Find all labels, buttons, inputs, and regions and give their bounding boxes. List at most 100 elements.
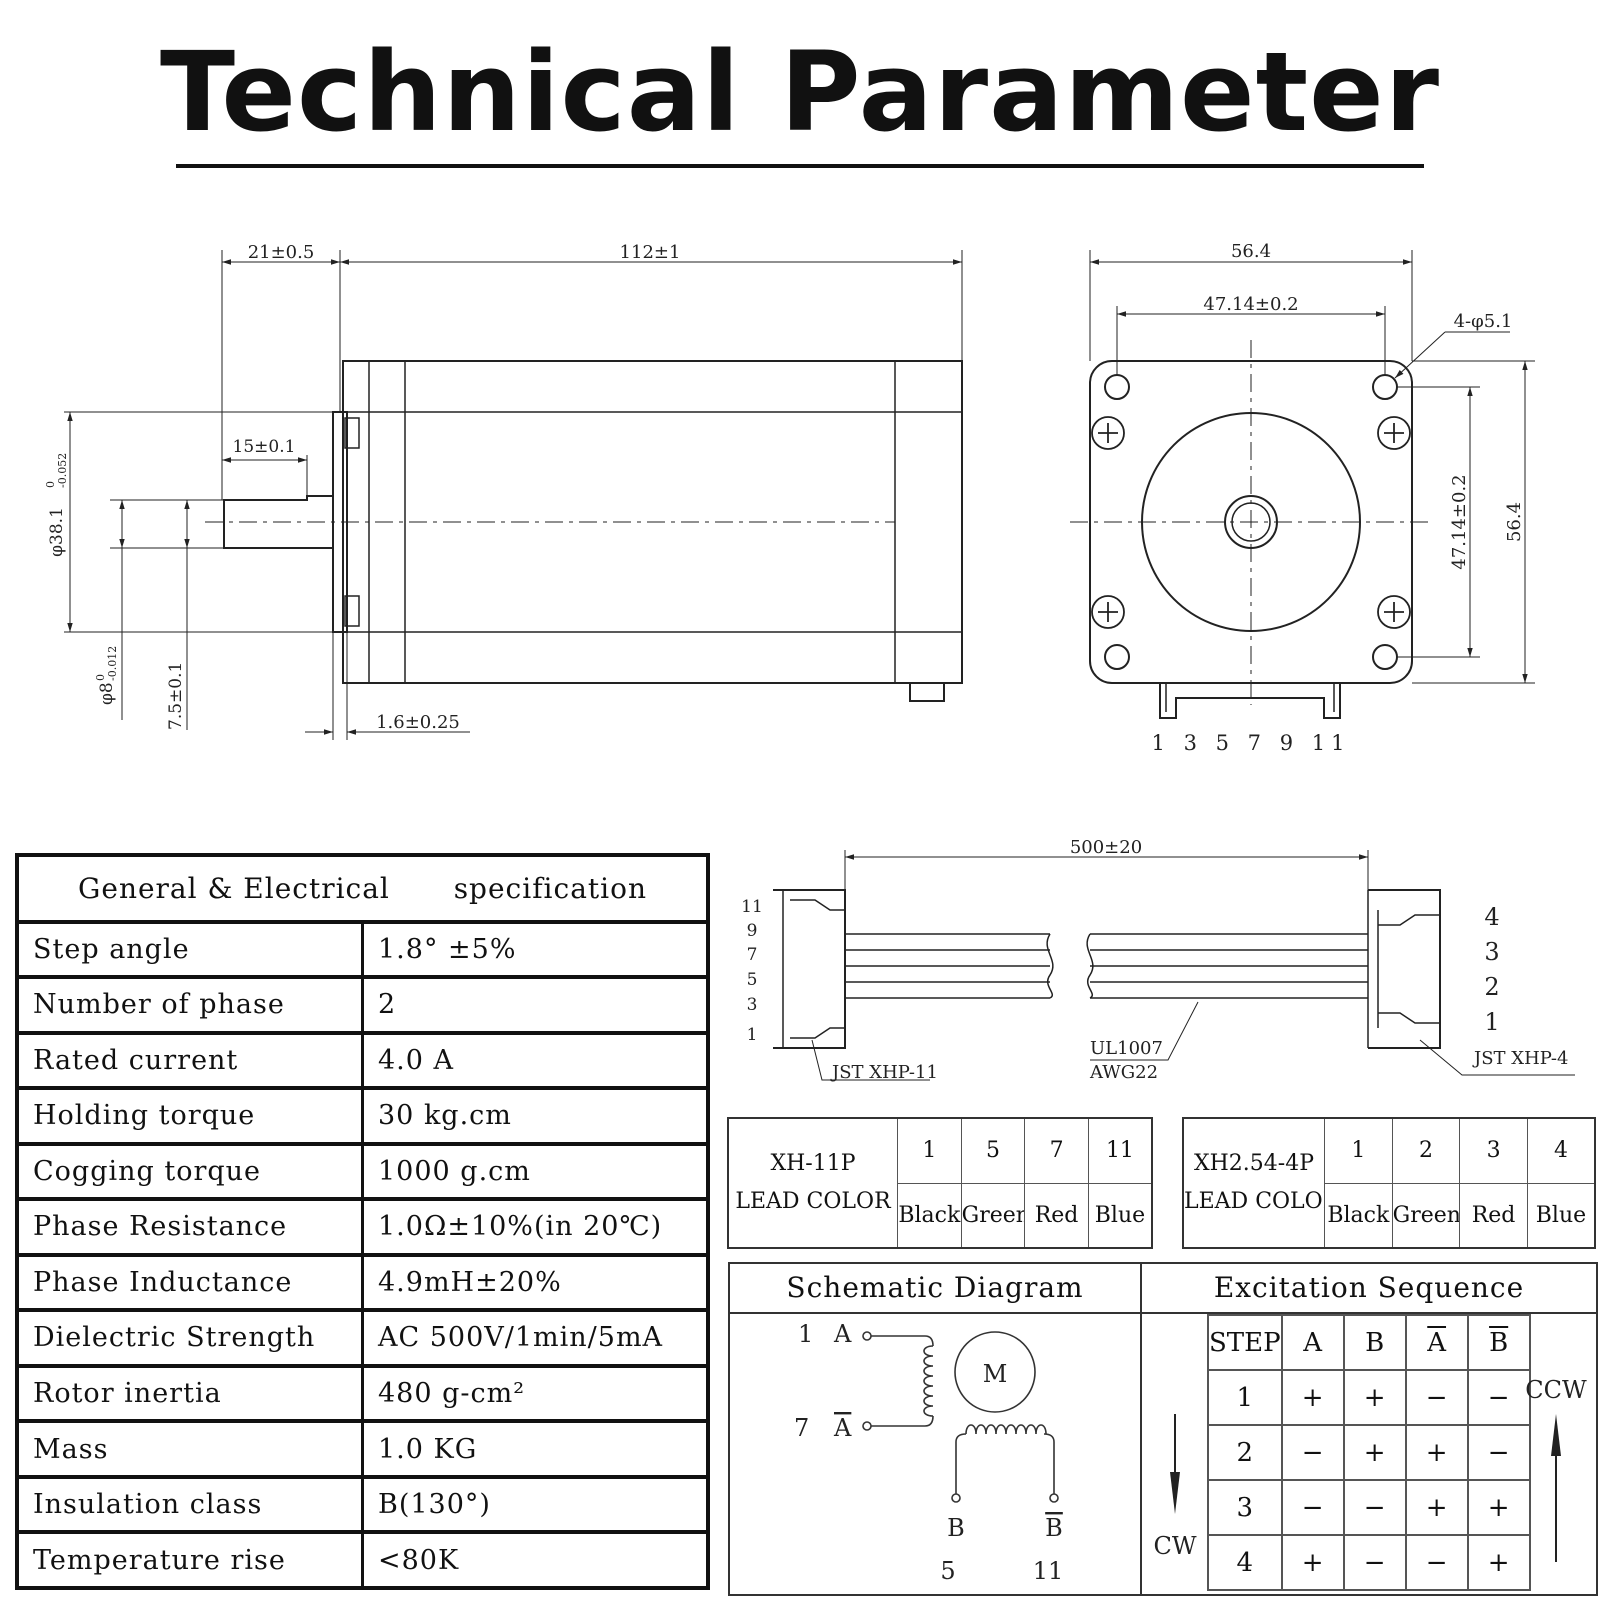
spec-header: General & Electrical specification xyxy=(17,855,708,924)
spec-label: Mass xyxy=(17,1421,364,1479)
exc-cell: + xyxy=(1280,1534,1345,1591)
page-title: Technical Parameter xyxy=(159,28,1441,156)
dim-hole-pitch: 47.14±0.2 xyxy=(1203,294,1298,315)
lead-color: Black xyxy=(897,1182,962,1249)
exc-cell: − xyxy=(1466,1369,1531,1426)
spec-value: <80K xyxy=(362,1532,708,1590)
pin-a: 1 xyxy=(798,1320,813,1348)
exc-cell: − xyxy=(1342,1479,1407,1536)
lead-pin: 3 xyxy=(1459,1117,1528,1184)
spec-value: AC 500V/1min/5mA xyxy=(362,1310,708,1368)
right-connector xyxy=(1368,889,1441,1049)
exc-cell: + xyxy=(1280,1369,1345,1426)
spec-header-left: General & Electrical xyxy=(78,871,390,905)
lead-color: Black xyxy=(1324,1182,1393,1249)
exc-header: STEP xyxy=(1207,1314,1283,1371)
svg-text:3: 3 xyxy=(1484,938,1499,966)
dim-pilot: φ38.1 xyxy=(47,507,67,557)
lead-table-name: XH-11P xyxy=(770,1151,856,1176)
spec-value: 30 kg.cm xyxy=(362,1088,708,1146)
dim-holes: 4-φ5.1 xyxy=(1454,311,1513,332)
dim-pilot-height: 1.6±0.25 xyxy=(376,712,460,733)
dim-shaft-length: 15±0.1 xyxy=(233,437,296,457)
screws xyxy=(1091,416,1411,629)
spec-label: Cogging torque xyxy=(17,1143,364,1202)
lead-color: Red xyxy=(1459,1182,1528,1249)
exc-cell: − xyxy=(1280,1424,1345,1481)
spec-value: 480 g-cm² xyxy=(362,1365,708,1424)
dim-height: 56.4 xyxy=(1504,502,1525,542)
table-row: 3 − − + + xyxy=(1207,1479,1531,1536)
cable-exit xyxy=(909,682,945,702)
dim-flat: 7.5±0.1 xyxy=(166,662,186,730)
spec-label: Dielectric Strength xyxy=(17,1310,364,1368)
right-pin-labels: 4 3 2 1 xyxy=(1484,903,1499,1036)
svg-text:5: 5 xyxy=(747,970,758,990)
ccw-arrow: CCW xyxy=(1525,1376,1587,1562)
spec-label: Rated current xyxy=(17,1032,364,1091)
front-view xyxy=(1070,250,1535,719)
spec-value: B(130°) xyxy=(362,1476,708,1535)
svg-text:4: 4 xyxy=(1484,903,1499,931)
exc-cell: 2 xyxy=(1207,1424,1283,1481)
svg-text:7: 7 xyxy=(747,945,758,965)
spec-label: Insulation class xyxy=(17,1476,364,1535)
spec-label: Number of phase xyxy=(17,977,364,1035)
wire-spec-line2: AWG22 xyxy=(1089,1062,1158,1083)
svg-text:1: 1 xyxy=(747,1025,758,1045)
label-a-bar: A xyxy=(833,1414,852,1442)
exc-cell: − xyxy=(1466,1424,1531,1481)
dim-pilot-tol-lower: -0.052 xyxy=(56,453,69,488)
pin-a-bar: 7 xyxy=(794,1414,809,1442)
exc-cell: − xyxy=(1342,1534,1407,1591)
connector-socket xyxy=(1159,683,1341,719)
svg-text:3: 3 xyxy=(747,995,758,1015)
spec-value: 2 xyxy=(362,977,708,1035)
spec-label: Temperature rise xyxy=(17,1532,364,1590)
right-connector-label: JST XHP-4 xyxy=(1472,1048,1568,1069)
schematic-title: Schematic Diagram xyxy=(786,1271,1084,1304)
exc-cell: 3 xyxy=(1207,1479,1283,1536)
lead-pin: 1 xyxy=(1324,1117,1393,1184)
left-pin-labels: 11 9 7 5 3 1 xyxy=(741,897,763,1045)
spec-label: Rotor inertia xyxy=(17,1365,364,1424)
exc-header: B xyxy=(1342,1314,1407,1371)
spec-label: Step angle xyxy=(17,921,364,980)
svg-text:2: 2 xyxy=(1484,973,1499,1001)
exc-cell: + xyxy=(1342,1424,1407,1481)
left-connector-label: JST XHP-11 xyxy=(830,1062,938,1083)
dim-hole-pitch-vertical: 47.14±0.2 xyxy=(1449,474,1470,569)
spec-value: 4.9mH±20% xyxy=(362,1254,708,1313)
lead-table-name: XH2.54-4P xyxy=(1193,1151,1315,1176)
exc-cell: 1 xyxy=(1207,1369,1283,1426)
excitation-table: STEP A B A B 1 + + − − 2 − + + − 3 xyxy=(1207,1314,1531,1591)
ccw-label: CCW xyxy=(1525,1376,1587,1404)
lead-pin: 1 xyxy=(897,1117,962,1184)
side-view xyxy=(64,250,963,740)
cable-drawing xyxy=(773,850,1575,1081)
svg-text:1: 1 xyxy=(1484,1008,1499,1036)
exc-cell: − xyxy=(1280,1479,1345,1536)
label-a: A xyxy=(833,1320,852,1348)
exc-cell: 4 xyxy=(1207,1534,1283,1591)
lead-color: Green xyxy=(1391,1182,1461,1249)
exc-header: B xyxy=(1466,1314,1531,1371)
cw-arrow: CW xyxy=(1153,1414,1197,1560)
lead-table-xh254-4p: XH2.54-4P LEAD COLOR 1 2 3 4 Black Green… xyxy=(1182,1117,1596,1249)
spec-value: 1.0 KG xyxy=(362,1421,708,1479)
table-row: STEP A B A B xyxy=(1207,1314,1531,1371)
spec-label: Phase Resistance xyxy=(17,1199,364,1257)
lead-table-label: LEAD COLOR xyxy=(735,1189,891,1214)
exc-cell: − xyxy=(1404,1369,1469,1426)
spec-value: 4.0 A xyxy=(362,1032,708,1091)
spec-table: General & Electrical specification Step … xyxy=(15,853,710,1590)
